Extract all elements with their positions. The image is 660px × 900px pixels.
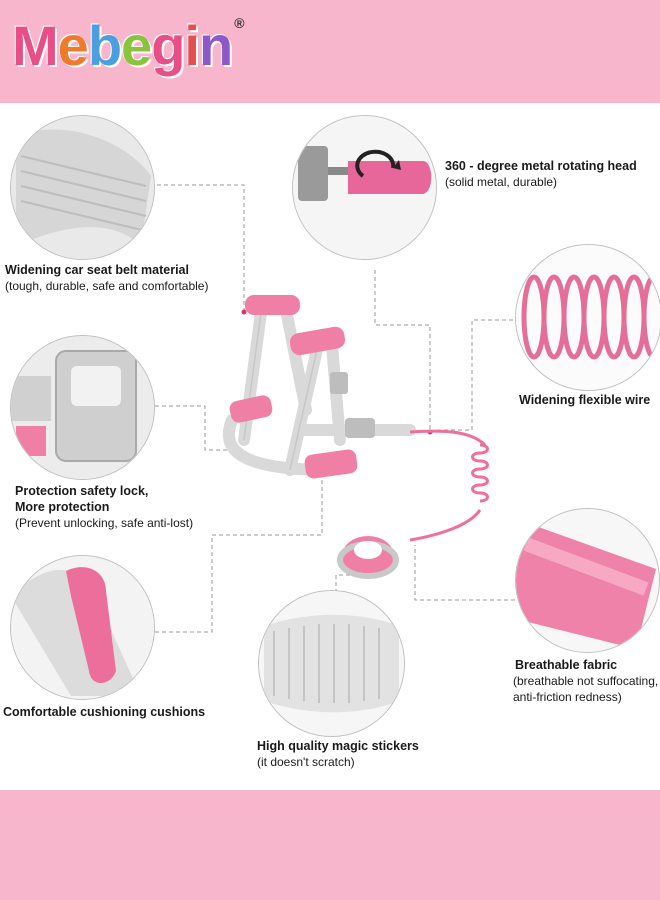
buckle-lock-icon: [11, 336, 154, 479]
feature-cushion-label: Comfortable cushioning cushions: [3, 704, 205, 720]
rotating-clasp-icon: [293, 116, 436, 259]
feature-flexible-wire-label: Widening flexible wire: [519, 392, 650, 408]
feature-breathable-label: Breathable fabric (breathable not suffoc…: [513, 657, 658, 705]
logo-letter: g: [151, 14, 185, 77]
registered-mark: ®: [234, 15, 244, 31]
logo-letter: n: [198, 14, 233, 77]
connector-flexible-wire: [438, 319, 520, 431]
feature-safety-lock-label: Protection safety lock, More protection …: [15, 483, 193, 531]
top-banner: [0, 0, 660, 103]
bottom-banner: [0, 790, 660, 900]
feature-title: 360 - degree metal rotating head: [445, 159, 637, 173]
connector-cushion: [155, 470, 323, 633]
feature-belt-label: Widening car seat belt material (tough, …: [5, 262, 208, 294]
breathable-fabric-photo: [515, 508, 660, 653]
feature-subtitle: (it doesn't scratch): [257, 755, 355, 769]
logo-letter: b: [87, 14, 122, 77]
rotating-head-photo: [292, 115, 437, 260]
feature-subtitle: (tough, durable, safe and comfortable): [5, 279, 209, 293]
velcro-strip-icon: [259, 591, 404, 736]
flexible-wire-photo: [515, 244, 660, 391]
feature-title: Breathable fabric: [515, 658, 618, 672]
logo-letter: e: [57, 14, 89, 77]
cushion-pad-icon: [11, 556, 154, 699]
cushion-photo: [10, 555, 155, 700]
connector-rotating-head: [374, 270, 431, 430]
feature-rotating-head-label: 360 - degree metal rotating head (solid …: [445, 158, 637, 190]
feature-subtitle: (Prevent unlocking, safe anti-lost): [15, 516, 194, 530]
logo-letter: i: [184, 14, 200, 77]
connector-breathable: [414, 545, 515, 601]
logo-letter: e: [121, 14, 152, 77]
magic-sticker-photo: [258, 590, 405, 737]
brand-logo: Mebegin®: [12, 6, 245, 86]
feature-subtitle-line2: anti-friction redness): [513, 690, 622, 704]
feature-title: Comfortable cushioning cushions: [3, 705, 206, 719]
coil-wire-icon: [516, 245, 660, 390]
feature-subtitle: (solid metal, durable): [445, 175, 558, 189]
feature-title: High quality magic stickers: [257, 739, 419, 753]
fabric-pad-icon: [516, 509, 659, 652]
feature-subtitle: (breathable not suffocating,: [513, 674, 659, 688]
feature-title: Widening car seat belt material: [5, 263, 189, 277]
connector-belt: [150, 184, 245, 310]
belt-webbing-icon: [11, 116, 154, 259]
marker-dot: [241, 309, 247, 315]
feature-title-line2: More protection: [15, 500, 110, 514]
feature-title: Protection safety lock,: [15, 484, 149, 498]
feature-magic-sticker-label: High quality magic stickers (it doesn't …: [257, 738, 419, 770]
connector-safety-lock: [155, 405, 240, 451]
belt-material-photo: [10, 115, 155, 260]
feature-title: Widening flexible wire: [519, 393, 651, 407]
safety-lock-photo: [10, 335, 155, 480]
logo-letter: M: [12, 14, 59, 77]
